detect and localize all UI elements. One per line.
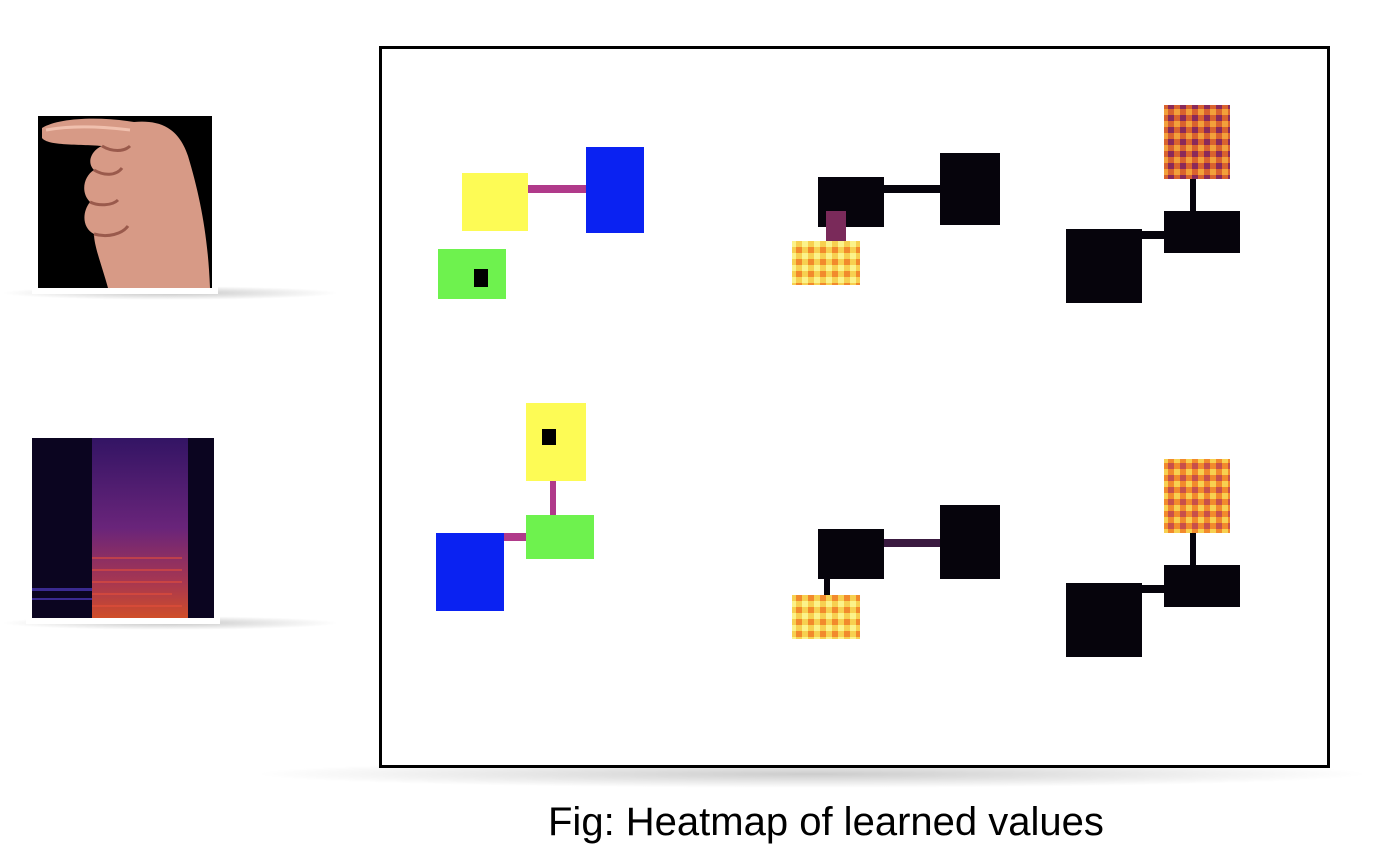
diagram-top-left bbox=[438, 147, 644, 299]
dark-node bbox=[1066, 229, 1142, 303]
dark-node bbox=[818, 529, 884, 579]
diagram-bottom-left bbox=[436, 403, 594, 611]
diagram-top-right bbox=[1066, 105, 1240, 303]
blue-node bbox=[436, 533, 504, 611]
heatmap-panel bbox=[379, 46, 1330, 768]
diagram-top-middle bbox=[792, 153, 1000, 285]
green-node bbox=[438, 249, 506, 299]
blue-node bbox=[586, 147, 644, 233]
hand-gesture-image bbox=[32, 110, 218, 294]
diagram-bottom-middle bbox=[792, 505, 1000, 639]
yellow-node bbox=[462, 173, 528, 231]
dark-node bbox=[940, 153, 1000, 225]
dark-node bbox=[1164, 565, 1240, 607]
diagram-bottom-right bbox=[1066, 459, 1240, 657]
heat-node bbox=[1164, 105, 1230, 179]
marker bbox=[542, 429, 556, 445]
dark-node bbox=[1164, 211, 1240, 253]
dark-node bbox=[1066, 583, 1142, 657]
dark-node bbox=[940, 505, 1000, 579]
figure-caption: Fig: Heatmap of learned values bbox=[548, 800, 1104, 844]
green-node bbox=[526, 515, 594, 559]
heat-node bbox=[792, 241, 860, 285]
heatmap-diagram bbox=[436, 105, 1240, 657]
marker bbox=[474, 269, 488, 287]
heat-node bbox=[1164, 459, 1230, 533]
heat-node bbox=[792, 595, 860, 639]
spectrogram-image bbox=[26, 432, 220, 624]
